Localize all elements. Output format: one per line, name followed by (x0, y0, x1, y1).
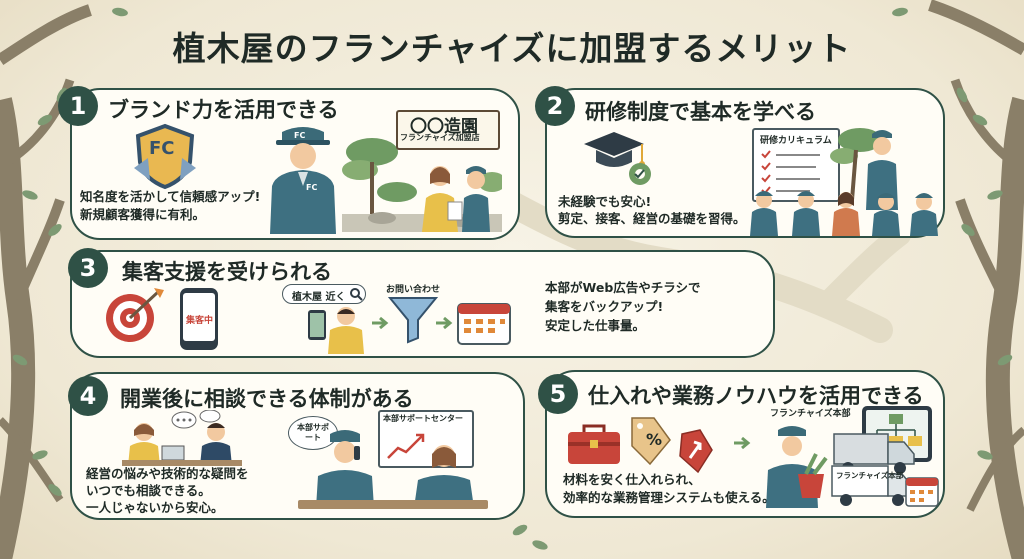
card-1-number-badge: 1 (58, 86, 98, 126)
search-icon (350, 288, 363, 301)
sign-subtitle: フランチャイズ加盟店 (400, 133, 480, 142)
card-1-heading: ブランド力を活用できる (108, 98, 339, 122)
card-1-body-line-2: 新規顧客獲得に有利。 (80, 207, 206, 222)
search-box (282, 284, 366, 304)
delivery-truck-2-icon (831, 465, 913, 506)
card-4-heading: 開業後に相談できる体制がある (120, 387, 414, 411)
search-query-text: 植木屋 近く (292, 292, 346, 303)
toolbox-icon (568, 424, 620, 464)
uniform-logo-text: FC (306, 183, 318, 192)
card-2-body-line-1: 未経験でも安心! (558, 194, 652, 209)
support-center-label: 本部サポートセンター (383, 414, 463, 423)
curriculum-checklist-icon (761, 150, 820, 195)
card-3-heading: 集客支援を受けられる (122, 260, 332, 284)
worker-with-tools-illustration (766, 426, 828, 508)
graduation-cap-gear-icon (584, 132, 651, 185)
trainees-illustration (750, 128, 938, 236)
card-2-heading: 研修制度で基本を学べる (585, 100, 816, 124)
growth-chart-icon (387, 433, 425, 459)
person-searching-illustration (308, 307, 364, 354)
speech-bubble (288, 416, 338, 450)
arrow-right-icon (372, 316, 389, 330)
calendar-icon (457, 303, 511, 345)
speech-bubble-text: 本部サポート (297, 423, 329, 442)
card-3-number-badge: 3 (68, 248, 108, 288)
card-5-body-line-2: 効率的な業務管理システムも使える。 (563, 490, 775, 505)
card-5-body-line-1: 材料を安く仕入れられ、 (563, 472, 701, 487)
card-1-body-line-1: 知名度を活かして信頼感アップ! (80, 189, 261, 204)
card-4-body-line-3: 一人じゃないから安心。 (86, 500, 224, 515)
gardener-worker-illustration (270, 127, 336, 234)
target-arrow-icon (106, 288, 164, 342)
arrow-right-icon (734, 436, 751, 450)
card-4-body-line-2: いつでも相談できる。 (86, 483, 211, 498)
customers-illustration (422, 166, 490, 232)
curriculum-board-title: 研修カリキュラム (760, 136, 832, 146)
desk-surface (298, 500, 488, 509)
consulting-people-illustration (122, 410, 242, 466)
card-3-body-line-1: 本部がWeb広告やチラシで (545, 280, 701, 295)
card-4-number-badge: 4 (68, 376, 108, 416)
price-tag-percent: % (646, 430, 663, 449)
card-3-body-line-2: 集客をバックアップ! (545, 299, 664, 314)
funnel-icon (388, 297, 438, 344)
fc-shield-text: FC (149, 138, 175, 159)
card-2-body-line-2: 剪定、接客、経営の基礎を習得。 (558, 211, 746, 226)
smartphone-icon (180, 288, 218, 350)
card-2-number-badge: 2 (535, 86, 575, 126)
schedule-calendar-icon (905, 477, 939, 507)
arrow-right-icon (436, 316, 453, 330)
support-operator-illustration (414, 445, 474, 508)
page-title: 植木屋のフランチャイズに加盟するメリット (172, 29, 852, 68)
hq-label: フランチャイズ本部 (770, 409, 851, 419)
funnel-label: お問い合わせ (386, 285, 441, 295)
card-5-number-badge: 5 (538, 374, 578, 414)
card-3-body-line-3: 安定した仕事量。 (545, 318, 646, 333)
support-center-monitor (378, 410, 474, 468)
fc-shield-icon (134, 123, 196, 190)
card-5-heading: 仕入れや業務ノウハウを活用できる (588, 384, 924, 408)
support-staff-on-phone-illustration (316, 430, 374, 508)
japanese-garden-illustration (342, 138, 502, 232)
truck-label: フランチャイズ本部 (836, 471, 904, 480)
phone-screen-text: 集客中 (186, 316, 214, 326)
sign-title: 〇〇造園 (410, 117, 478, 137)
nursery-signboard (396, 110, 500, 150)
cap-logo-text: FC (294, 131, 306, 140)
card-4-body-line-1: 経営の悩みや技術的な疑問を (86, 466, 249, 481)
price-tag-icon (631, 417, 671, 466)
delivery-truck-icon (833, 433, 915, 474)
discount-tag-icon (679, 429, 713, 474)
